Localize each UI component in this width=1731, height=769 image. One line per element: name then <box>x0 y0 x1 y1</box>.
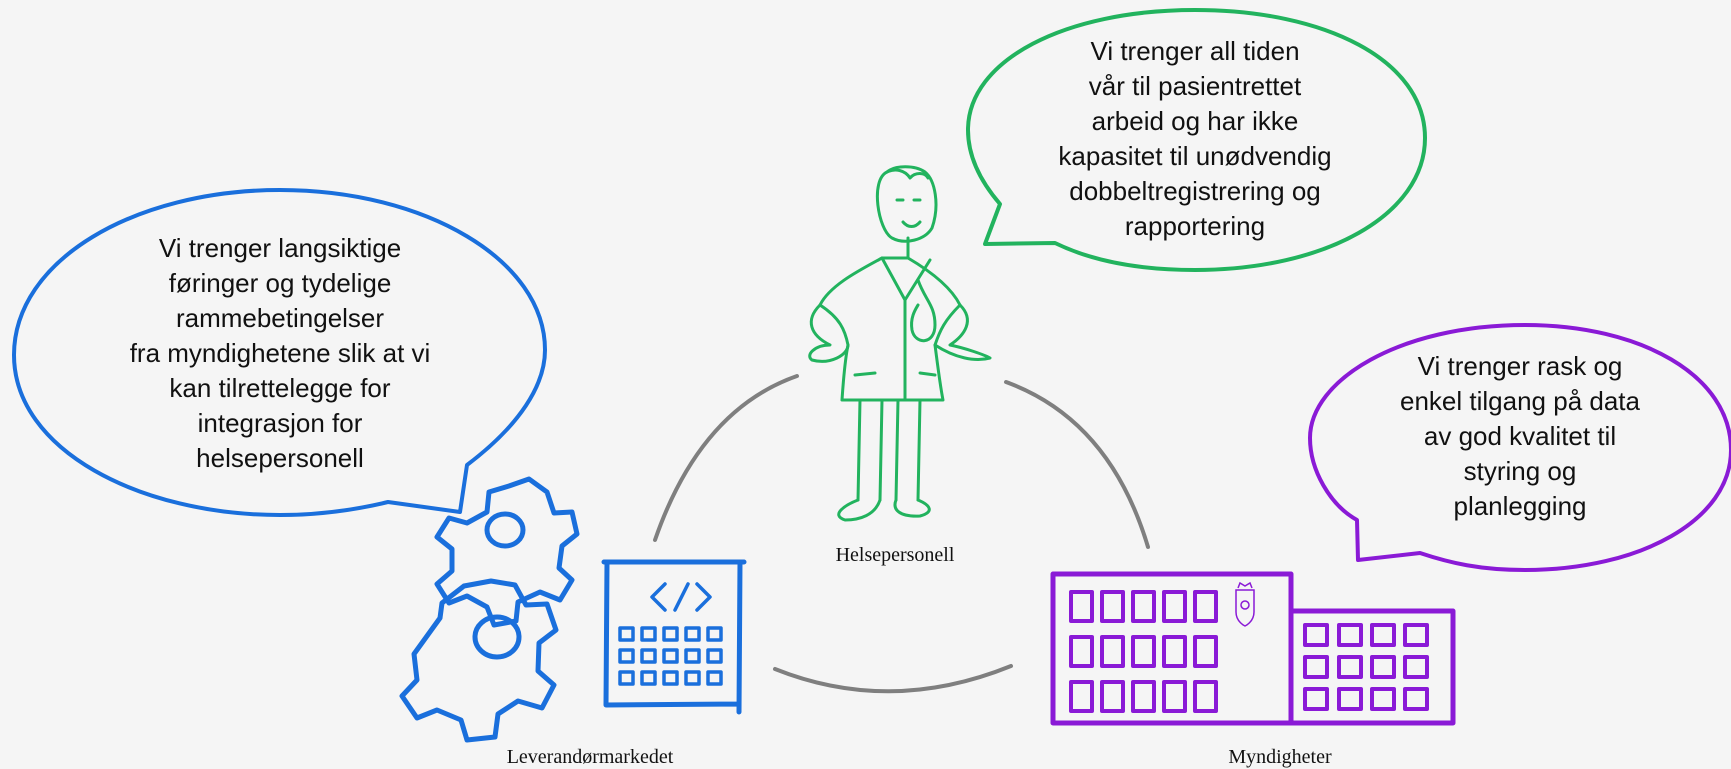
connector-left <box>653 374 799 542</box>
speech-text-myndigheter: Vi trenger rask og enkel tilgang på data… <box>1400 351 1640 521</box>
coat-of-arms-icon <box>1235 581 1255 627</box>
label-helsepersonell: Helsepersonell <box>835 544 955 566</box>
speech-bubble-myndigheter <box>1308 323 1731 572</box>
speech-bubble-leverandor <box>12 188 547 517</box>
speech-bubble-helse <box>966 8 1427 272</box>
label-leverandormarkedet: Leverandørmarkedet <box>506 746 674 768</box>
building-icon <box>1050 571 1456 726</box>
gear-icon <box>434 476 580 628</box>
gear-icon <box>399 578 559 743</box>
doctor-figure-icon <box>808 165 992 522</box>
speech-text-leverandor: Vi trenger langsiktige føringer og tydel… <box>129 233 431 473</box>
speech-text-helse: Vi trenger all tiden vår til pasientrett… <box>1058 36 1332 241</box>
code-calendar-icon <box>601 559 747 715</box>
label-myndigheter: Myndigheter <box>1228 746 1332 768</box>
connector-arcs <box>653 374 1150 694</box>
connector-right <box>1004 380 1150 549</box>
connector-bottom <box>773 664 1013 694</box>
